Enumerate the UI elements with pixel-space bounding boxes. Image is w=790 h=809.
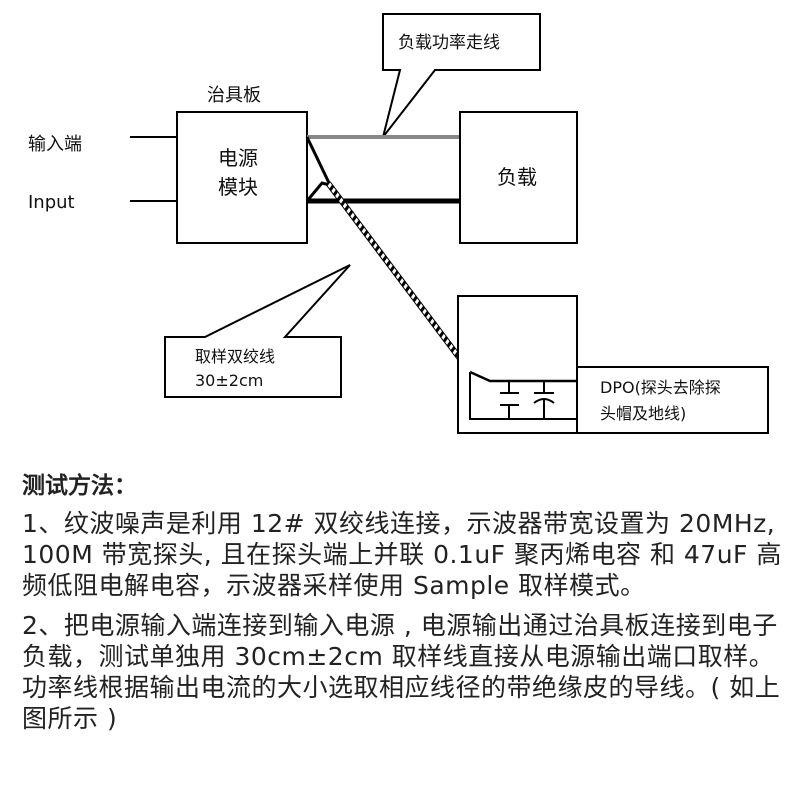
- paragraph-2: 2、把电源输入端连接到输入电源 , 电源输出通过治具板连接到电子负载，测试单独用…: [22, 611, 781, 733]
- module-label-2: 模块: [218, 175, 258, 199]
- callout-twisted-text-1: 取样双绞线: [195, 347, 275, 366]
- dpo-label-box: [576, 366, 769, 434]
- paragraph-1: 1、纹波噪声是利用 12# 双绞线连接，示波器带宽设置为 20MHz, 100M…: [22, 509, 782, 600]
- load-box: [459, 111, 578, 244]
- dpo-label-2: 头帽及地线): [600, 404, 686, 423]
- test-method-section: 测试方法： 1、纹波噪声是利用 12# 双绞线连接，示波器带宽设置为 20MHz…: [22, 466, 782, 743]
- electrolytic-capacitor-icon: [533, 381, 555, 419]
- dpo-label-1: DPO(探头去除探: [600, 378, 721, 397]
- load-label: 负载: [497, 165, 537, 189]
- film-capacitor-icon: [500, 381, 519, 419]
- power-module-box: [176, 111, 308, 244]
- input-label-en: Input: [28, 192, 75, 213]
- module-label-1: 电源: [218, 146, 258, 170]
- callout-power-bubble: [382, 13, 541, 138]
- input-label-cn: 输入端: [28, 134, 82, 155]
- section-heading: 测试方法：: [22, 473, 137, 499]
- callout-twisted-text-2: 30±2cm: [195, 371, 263, 390]
- callout-power-text: 负载功率走线: [398, 33, 500, 53]
- test-setup-diagram: 负载功率走线 治具板 输入端 Input 电源 模块 负载 取样双绞线 30±2…: [28, 13, 769, 434]
- callout-twisted-bubble: [164, 264, 351, 398]
- fixture-label: 治具板: [207, 85, 261, 106]
